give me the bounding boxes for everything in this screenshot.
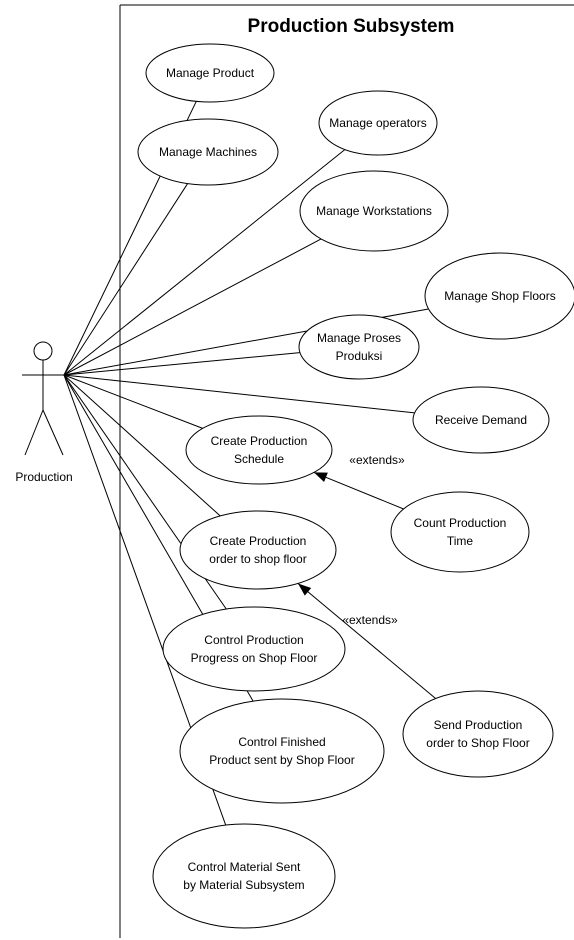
system-title: Production Subsystem [248, 16, 455, 37]
use-case-label: Product sent by Shop Floor [209, 753, 354, 767]
association-line-manage-proses-produksi [63, 352, 300, 376]
use-case-ellipse [179, 510, 337, 590]
use-case-label: Progress on Shop Floor [191, 651, 318, 665]
use-case-label: Control Finished [238, 735, 325, 749]
use-case-label: order to shop floor [209, 552, 306, 566]
extends-relationship: «extends» [297, 583, 436, 699]
actor-name: Production [15, 470, 72, 484]
use-case-label: Manage Product [166, 66, 255, 80]
use-case-label: Control Production [204, 633, 303, 647]
use-case-label: by Material Subsystem [183, 878, 304, 892]
extends-arrowhead [298, 583, 312, 596]
actor-left-leg [24, 409, 44, 456]
actor-production: Production [15, 341, 73, 484]
use-case-label: Count Production [414, 516, 507, 530]
association-line-create-production-order [63, 374, 221, 517]
use-case-ellipse [185, 415, 333, 485]
actor-head [33, 341, 53, 361]
use-case-label: Manage Shop Floors [444, 289, 555, 303]
use-case-ellipse [402, 690, 554, 778]
association-line-create-production-schedule [63, 374, 203, 429]
use-case-ellipse [412, 386, 550, 454]
use-case-label: order to Shop Floor [426, 736, 529, 750]
use-case-label: Manage Proses [317, 331, 401, 345]
actor-right-leg [42, 409, 64, 456]
extends-relationships: «extends» «extends» [297, 453, 436, 699]
use-case-create-production-order: Create Production order to shop floor [179, 510, 337, 590]
extends-arrowhead [313, 472, 328, 482]
use-case-label: Schedule [234, 452, 284, 466]
use-case-label: Manage Machines [159, 145, 257, 159]
use-case-label: Manage Workstations [316, 204, 432, 218]
association-line-manage-operators [63, 149, 346, 376]
association-line-manage-machines [63, 183, 189, 376]
use-case-manage-operators: Manage operators [318, 90, 438, 156]
use-case-manage-shop-floors: Manage Shop Floors [424, 252, 574, 340]
extends-line [297, 583, 436, 699]
extends-label: «extends» [342, 613, 398, 627]
use-case-ellipse [390, 491, 530, 573]
use-case-label: Receive Demand [435, 413, 527, 427]
use-case-ellipse [298, 314, 420, 380]
use-case-label: Control Material Sent [188, 860, 301, 874]
use-case-label: Create Production [210, 534, 307, 548]
use-case-manage-machines: Manage Machines [137, 118, 279, 186]
use-case-ellipse [299, 170, 449, 252]
use-case-ellipse [152, 823, 336, 929]
extends-relationship: «extends» [313, 453, 405, 510]
use-case-ellipse [162, 606, 346, 692]
use-case-label: Produksi [336, 349, 383, 363]
use-case-ellipse [137, 118, 279, 186]
use-case-manage-product: Manage Product [145, 43, 275, 103]
use-case-label: Time [447, 534, 474, 548]
use-case-label: Create Production [211, 434, 308, 448]
use-case-send-production-order: Send Production order to Shop Floor [402, 690, 554, 778]
association-line-manage-workstations [63, 238, 322, 376]
use-case-control-material-sent: Control Material Sent by Material Subsyst… [152, 823, 336, 929]
extends-line [313, 471, 404, 510]
use-case-label: Send Production [434, 718, 523, 732]
use-case-label: Manage operators [329, 116, 426, 130]
use-case-ellipse [318, 90, 438, 156]
association-line-receive-demand [63, 374, 415, 414]
use-case-ellipse [145, 43, 275, 103]
use-case-receive-demand: Receive Demand [412, 386, 550, 454]
use-case-ellipse [179, 698, 385, 804]
use-case-ellipse [424, 252, 574, 340]
use-case-manage-workstations: Manage Workstations [299, 170, 449, 252]
extends-label: «extends» [349, 453, 405, 467]
